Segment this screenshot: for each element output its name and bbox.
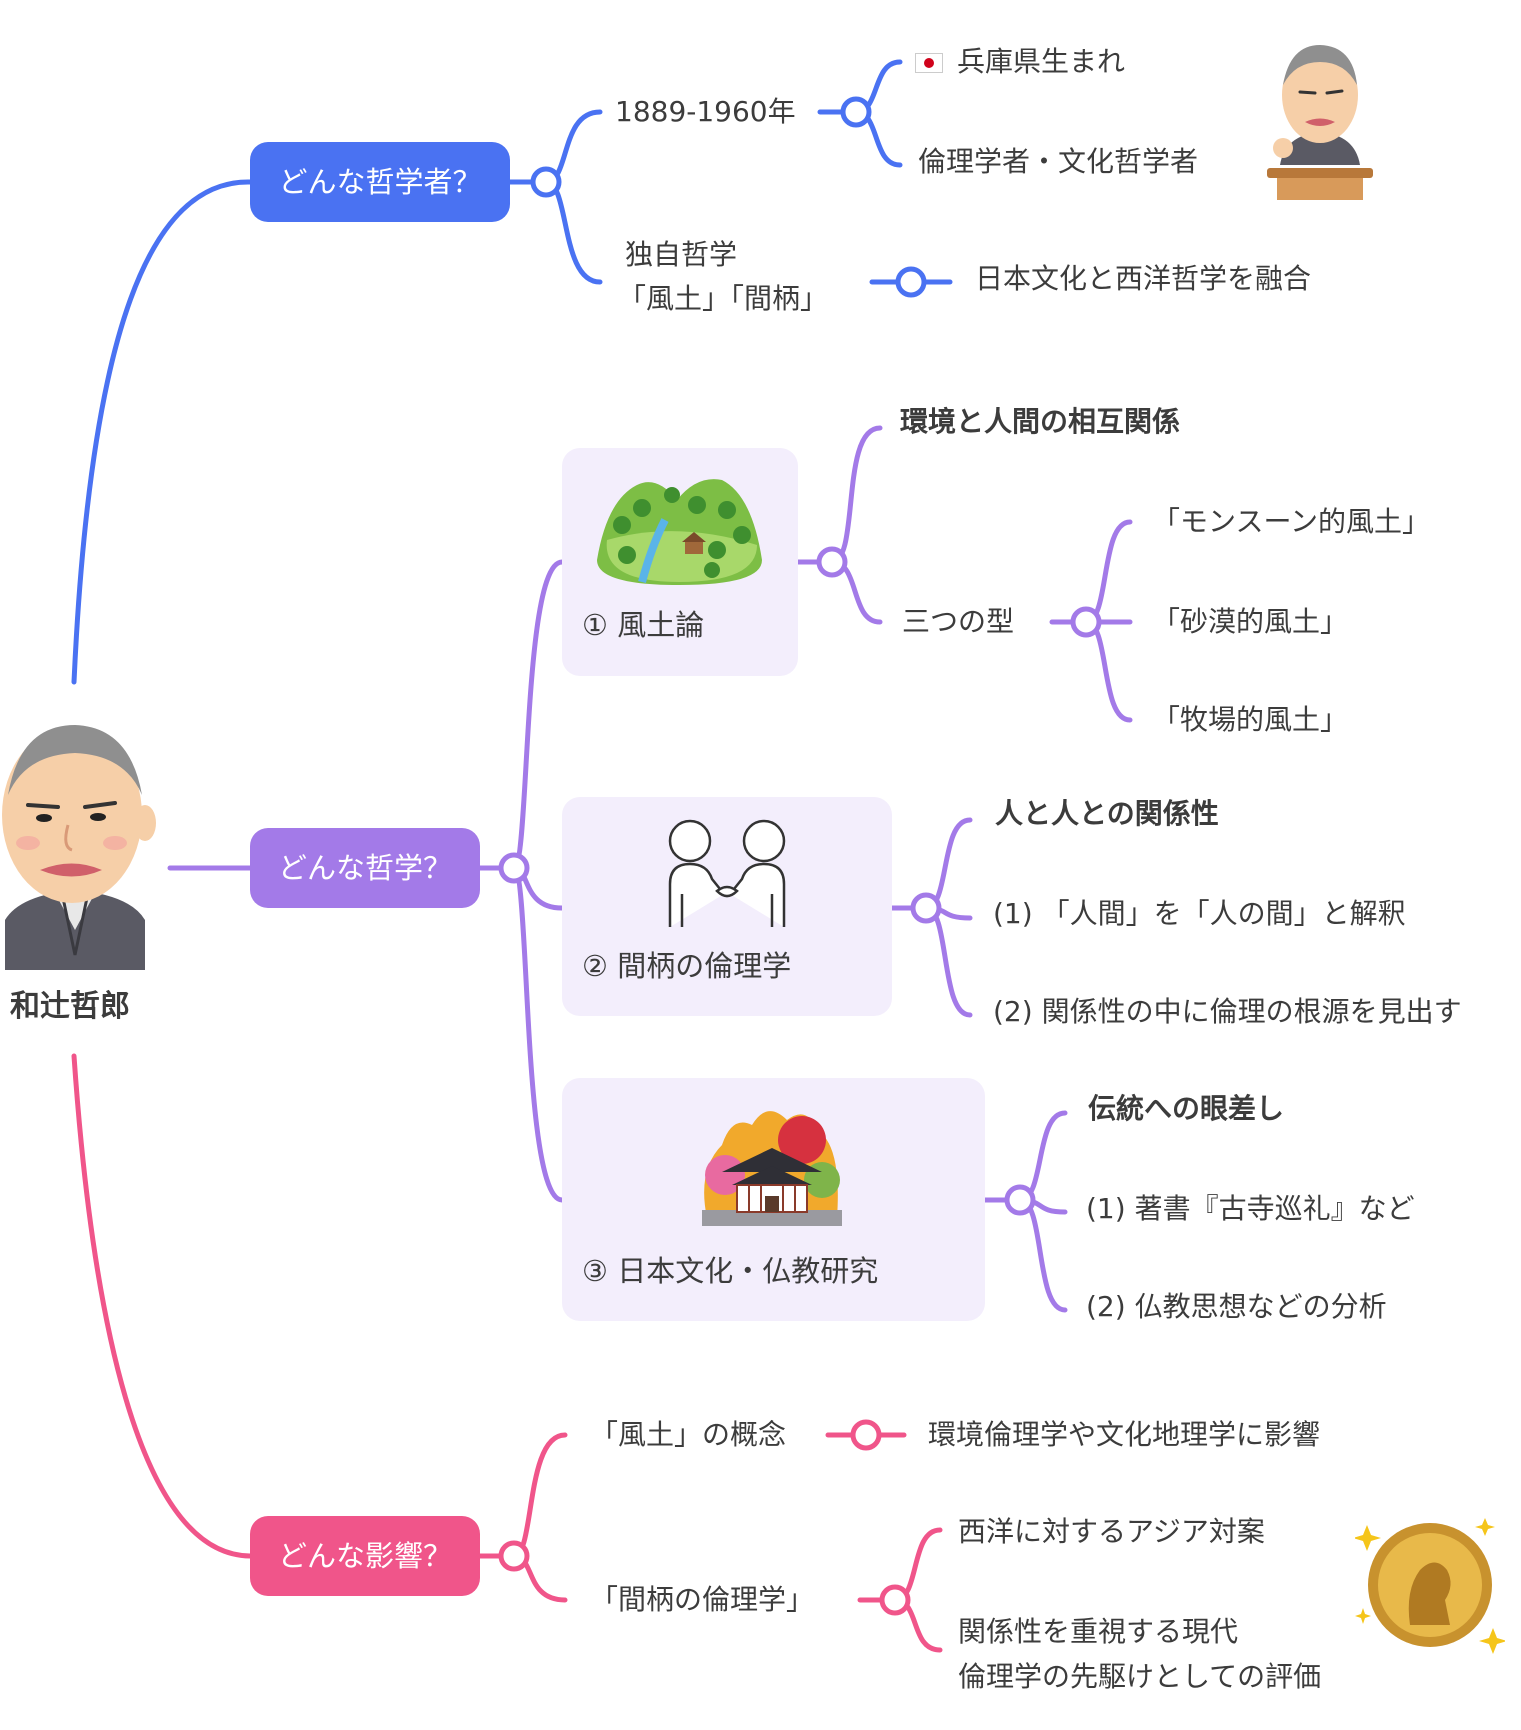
lecturer-illustration bbox=[1265, 40, 1375, 200]
fudo-point1: 環境と人間の相互関係 bbox=[900, 405, 1181, 438]
root-name: 和辻哲郎 bbox=[10, 989, 130, 1024]
aidagara-point2: (1) 「人間」を「人の間」と解釈 bbox=[993, 897, 1406, 930]
fusion-text: 日本文化と西洋哲学を融合 bbox=[975, 262, 1312, 295]
node-years bbox=[840, 96, 872, 128]
node-culture bbox=[1004, 1184, 1036, 1216]
influence-effect2-line1: 関係性を重視する現代 bbox=[958, 1615, 1239, 1648]
medal-illustration bbox=[1353, 1510, 1507, 1660]
japan-flag-icon bbox=[915, 53, 943, 73]
fudo-card[interactable]: ① 風土論 bbox=[562, 448, 798, 676]
aidagara-point1: 人と人との関係性 bbox=[995, 797, 1219, 830]
link-root-influence bbox=[71, 1053, 253, 1559]
fudo-types-label: 三つの型 bbox=[902, 605, 1015, 638]
node-aidagara-concept bbox=[879, 1584, 911, 1616]
birth-text: 兵庫県生まれ bbox=[957, 45, 1126, 78]
node-influence bbox=[498, 1540, 530, 1572]
fudo-type-1: 「モンスーン的風土」 bbox=[1152, 505, 1431, 538]
link-root-who bbox=[71, 179, 253, 685]
influence-fudo-effect: 環境倫理学や文化地理学に影響 bbox=[928, 1418, 1321, 1451]
influence-effect2-line2: 倫理学の先駆けとしての評価 bbox=[958, 1660, 1322, 1693]
node-philosophy bbox=[895, 266, 927, 298]
watsuji-portrait bbox=[0, 715, 160, 970]
influence-fudo-concept: 「風土」の概念 bbox=[590, 1418, 787, 1451]
birth-row: 兵庫県生まれ bbox=[915, 45, 1125, 79]
influence-effect1: 西洋に対するアジア対案 bbox=[958, 1515, 1265, 1548]
branch-what-pill[interactable]: どんな哲学？ bbox=[250, 828, 480, 908]
temple-illustration bbox=[697, 1100, 847, 1228]
fudo-title: ① 風土論 bbox=[582, 608, 705, 642]
handshake-illustration bbox=[662, 819, 792, 929]
role-text: 倫理学者・文化哲学者 bbox=[918, 145, 1199, 178]
philosophy-line2: 「風土」「間柄」 bbox=[618, 282, 829, 315]
branch-influence-pill[interactable]: どんな影響？ bbox=[250, 1516, 480, 1596]
landscape-illustration bbox=[597, 470, 762, 585]
branch-who-pill[interactable]: どんな哲学者？ bbox=[250, 142, 510, 222]
culture-card[interactable]: ③ 日本文化・仏教研究 bbox=[562, 1078, 985, 1321]
culture-title: ③ 日本文化・仏教研究 bbox=[582, 1254, 879, 1288]
node-types bbox=[1070, 606, 1102, 638]
node-who bbox=[530, 166, 562, 198]
aidagara-card[interactable]: ② 間柄の倫理学 bbox=[562, 797, 892, 1016]
culture-point3: (2) 仏教思想などの分析 bbox=[1086, 1290, 1387, 1323]
node-what bbox=[498, 852, 530, 884]
culture-point2: (1) 著書『古寺巡礼』など bbox=[1086, 1192, 1415, 1225]
philosophy-line1: 独自哲学 bbox=[625, 238, 738, 271]
culture-point1: 伝統への眼差し bbox=[1088, 1092, 1285, 1125]
node-aidagara bbox=[910, 892, 942, 924]
node-fudo-concept bbox=[850, 1419, 882, 1451]
aidagara-point3: (2) 関係性の中に倫理の根源を見出す bbox=[993, 995, 1462, 1028]
influence-aidagara-concept: 「間柄の倫理学」 bbox=[590, 1583, 815, 1616]
aidagara-title: ② 間柄の倫理学 bbox=[582, 949, 792, 983]
fudo-type-3: 「牧場的風土」 bbox=[1152, 703, 1349, 736]
years-text: 1889-1960年 bbox=[615, 95, 796, 128]
node-fudo bbox=[816, 546, 848, 578]
fudo-type-2: 「砂漠的風土」 bbox=[1152, 605, 1349, 638]
